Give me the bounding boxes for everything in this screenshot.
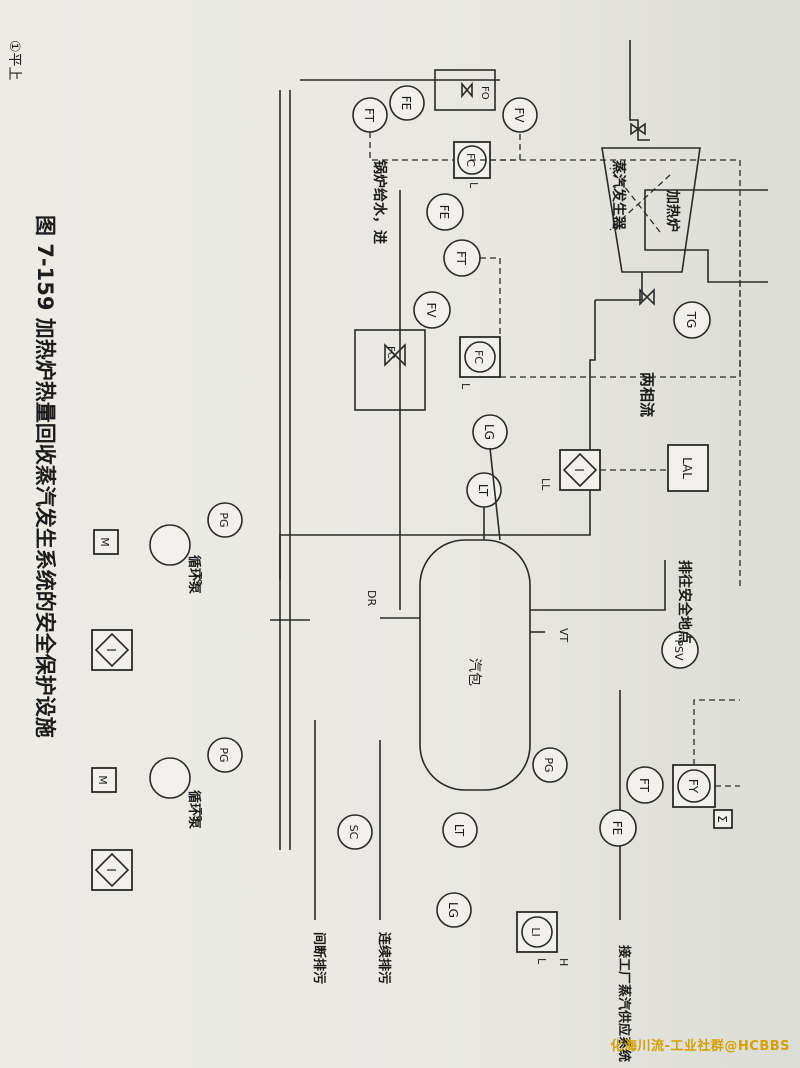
motor-2	[91, 767, 117, 793]
two-phase-line	[279, 40, 650, 580]
tag-l1: L	[467, 182, 480, 189]
vt-label: VT	[557, 628, 570, 643]
fc-2-circle	[464, 341, 496, 373]
lal-label: LAL	[680, 457, 694, 479]
boiler-feed-label: 锅炉给水，进	[371, 160, 388, 244]
ft-3-label: FT	[637, 778, 651, 793]
fo-label: FO	[479, 86, 490, 100]
sigma-label: Σ	[715, 815, 729, 823]
two-phase-valves	[630, 122, 655, 306]
fe-1-label: FE	[399, 96, 413, 110]
steam-generator-label: 蒸汽发生器	[610, 160, 627, 231]
interlock-2	[91, 849, 133, 891]
pg-drum	[532, 747, 568, 783]
to-plant-label: 接工厂蒸汽供应系统	[616, 945, 632, 1062]
ft-3	[626, 766, 664, 804]
lt-2-label: LT	[452, 824, 466, 837]
pump-2-label: 循环泵	[186, 790, 202, 829]
lg-2-label: LG	[446, 902, 460, 918]
tag-l2: L	[459, 383, 472, 390]
fc-bypass-valve: FC	[354, 329, 426, 411]
figure-caption: 图 7-159 加热炉热量回收蒸汽发生系统的安全保护设施	[33, 215, 57, 738]
fe-1	[389, 85, 425, 121]
fe-3	[599, 809, 637, 847]
pump-2: 循环泵 PG M I TS	[91, 737, 243, 891]
ts-2-label: TS	[191, 807, 204, 822]
fe-2	[426, 193, 464, 231]
fv-2	[413, 291, 451, 329]
dr-label: DR	[365, 590, 378, 606]
tg	[673, 301, 711, 339]
heater: 加热炉	[644, 189, 768, 283]
psv-label: PSV	[672, 639, 685, 661]
ft-1-label: FT	[362, 108, 376, 123]
pg-pump-1	[207, 502, 243, 538]
lg-2	[436, 892, 472, 928]
pg-pump-2	[207, 737, 243, 773]
fv-1	[502, 97, 538, 133]
psv	[661, 631, 699, 669]
interlock-2-label: I	[104, 868, 118, 872]
fy-circle	[677, 769, 711, 803]
tag-h: H	[557, 958, 570, 966]
fe-3-label: FE	[610, 821, 624, 835]
fy-label: FY	[686, 779, 700, 794]
tg-label: TG	[684, 311, 698, 329]
heater-label: 加热炉	[664, 189, 681, 232]
pg-pump-1-label: PG	[217, 512, 230, 527]
pump-1: 循环泵 PG M I TS	[91, 502, 243, 671]
drum-label: 汽包	[466, 658, 482, 686]
intermittent-blowdown-label: 间断排污	[311, 932, 327, 984]
interlock-ll-label: I	[572, 468, 586, 472]
interlock-1-label: I	[104, 648, 118, 652]
lt-2	[442, 812, 478, 848]
interlock-1	[91, 629, 133, 671]
continuous-blowdown-label: 连续排污	[376, 932, 392, 984]
pump-1-label: 循环泵	[186, 555, 202, 594]
ts-1-label: TS	[191, 571, 204, 586]
fc-valve-label: FC	[385, 346, 396, 359]
ft-2-label: FT	[454, 251, 468, 266]
pg-drum-label: PG	[542, 757, 555, 772]
fe-2-label: FE	[437, 205, 451, 219]
sigma-box	[713, 809, 733, 829]
motor-1-label: M	[98, 537, 111, 547]
lg-1-label: LG	[482, 424, 496, 440]
sc	[337, 814, 373, 850]
motor-2-label: M	[96, 775, 109, 785]
sc-label: SC	[347, 825, 360, 840]
lt-1-label: LT	[476, 484, 490, 497]
tag-l3: L	[535, 958, 548, 965]
fv-1-valve-group: FO	[434, 69, 496, 111]
lal	[667, 444, 709, 492]
fv-2-label: FV	[424, 302, 438, 318]
li-circle	[521, 916, 553, 948]
pg-pump-2-label: PG	[217, 747, 230, 762]
to-safe-label: 排往安全地点	[676, 560, 693, 644]
fc-2-label: FC	[472, 350, 485, 364]
steam-drum: 汽包	[419, 539, 531, 791]
two-phase-label: 两相流	[638, 372, 656, 417]
fv-1-label: FV	[512, 107, 526, 123]
margin-text: ①平上	[6, 40, 22, 81]
motor-1	[93, 529, 119, 555]
tag-ll: LL	[539, 478, 552, 491]
steam-generator: 蒸汽发生器	[601, 147, 701, 273]
li-label: LI	[529, 927, 542, 936]
watermark: 化海川流-工业社群@HCBBS	[610, 1039, 790, 1054]
